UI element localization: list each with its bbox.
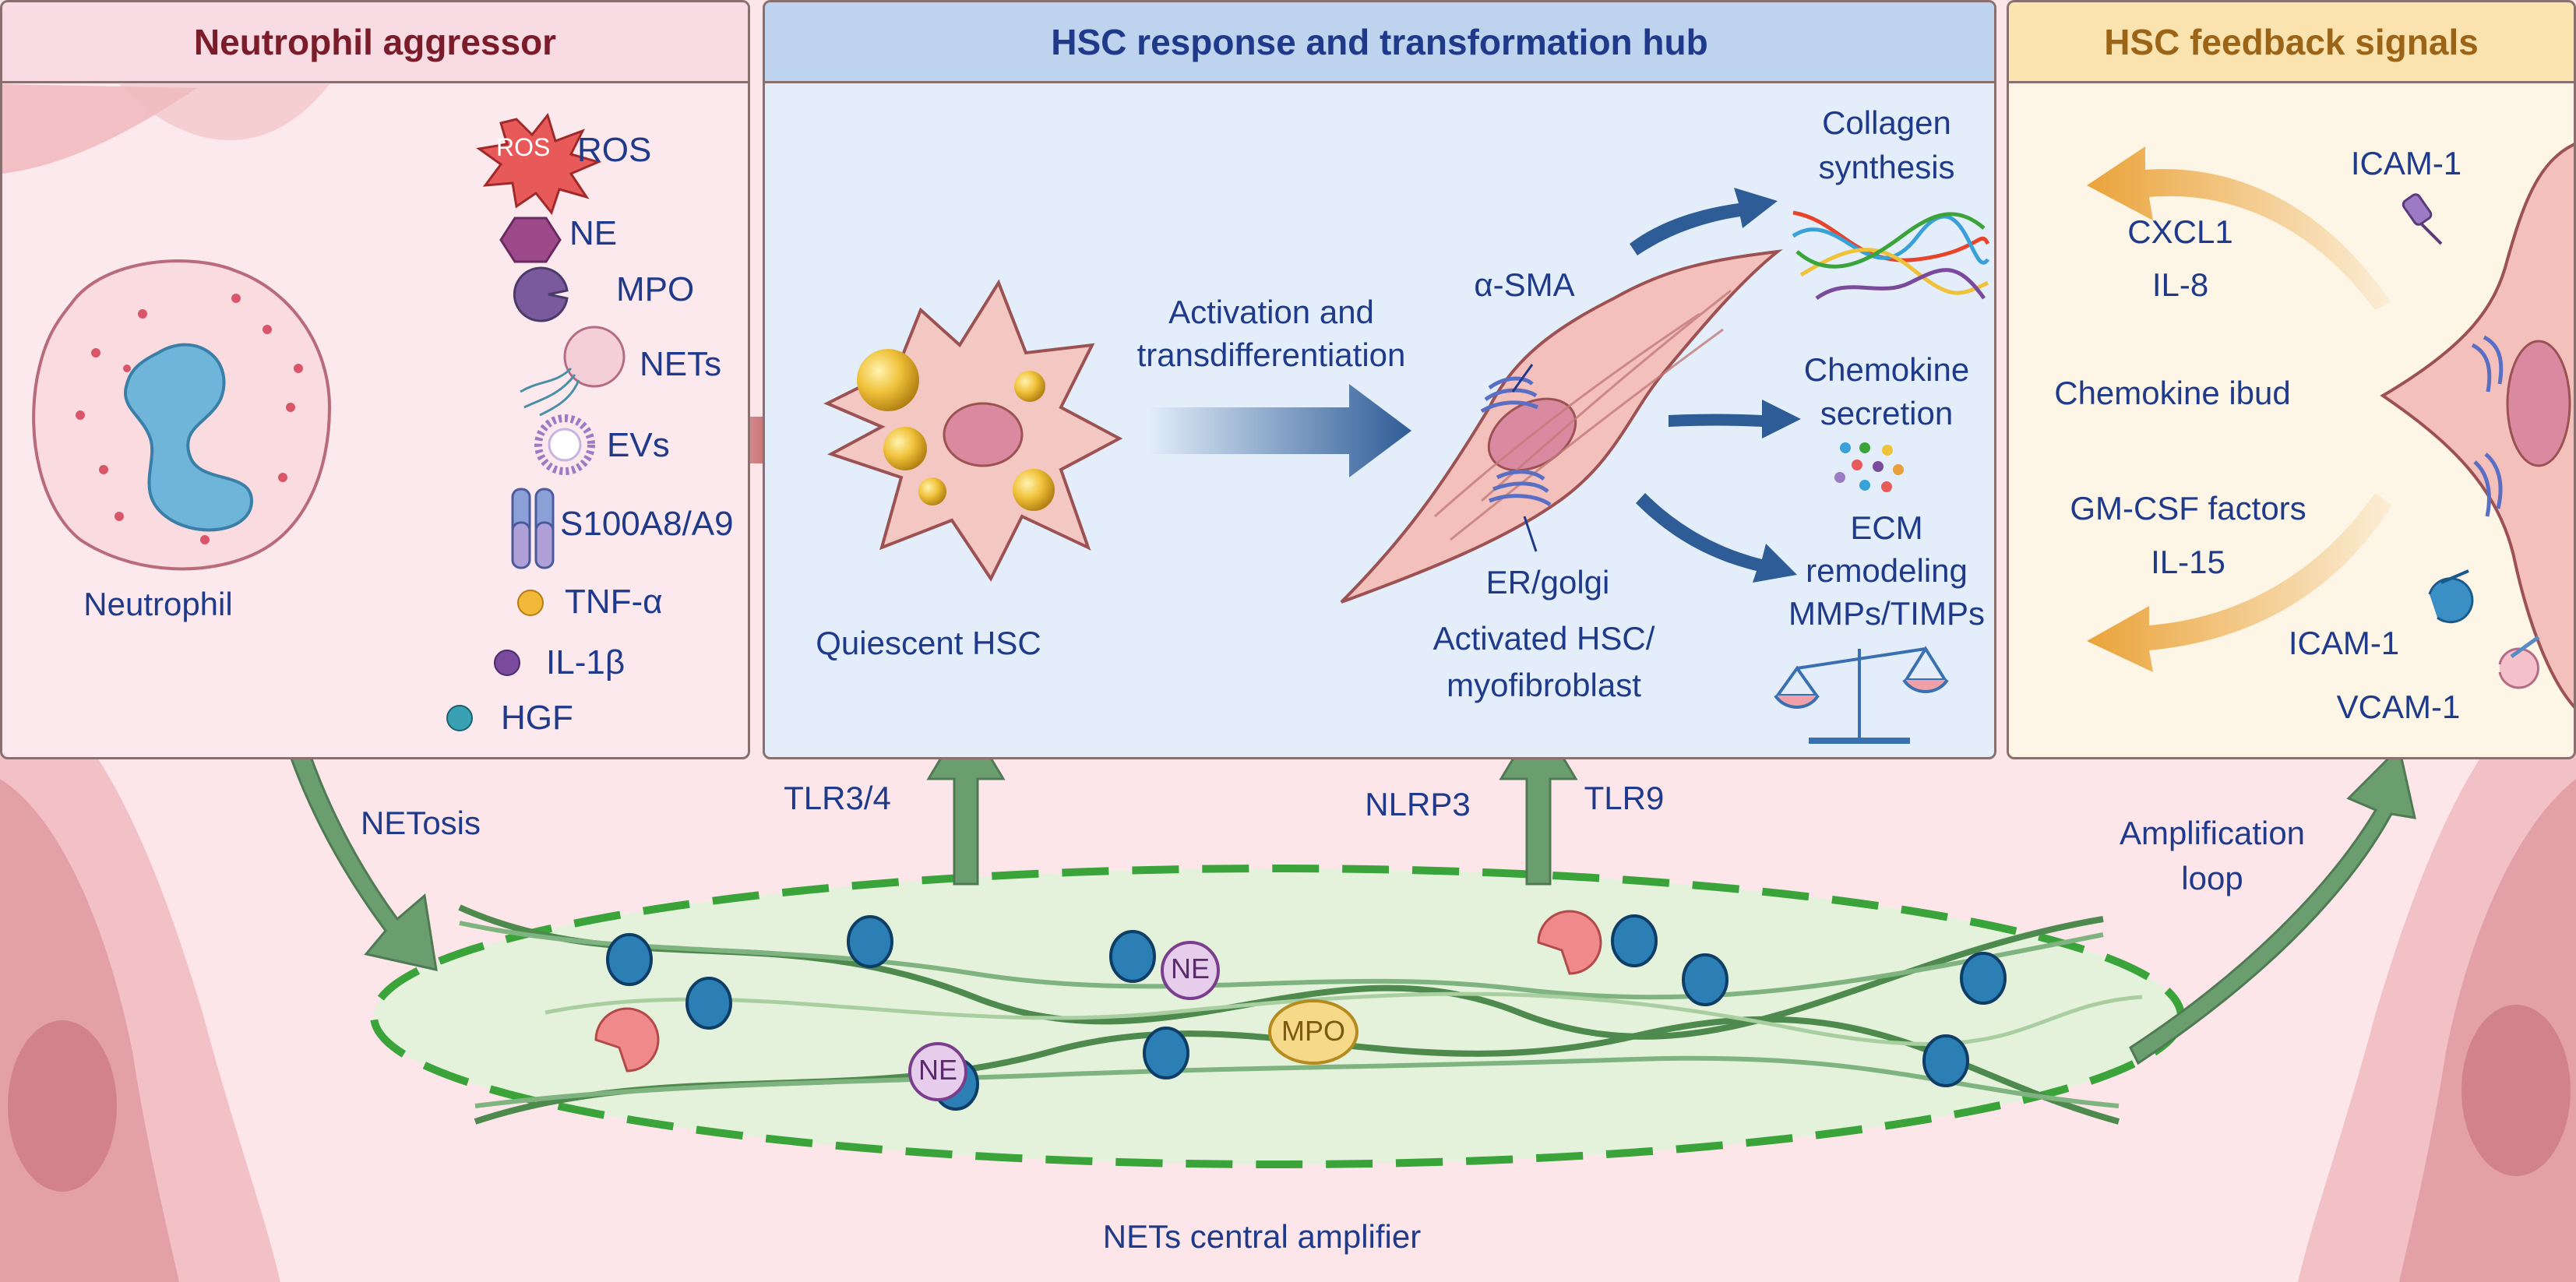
net-cell-icon — [520, 326, 625, 417]
il8-label: IL-8 — [2151, 266, 2209, 303]
nets-central-amplifier-label: NETs central amplifier — [1102, 1218, 1422, 1255]
mediator-ros: ROS — [577, 131, 652, 169]
mediator-mpo: MPO — [616, 270, 695, 308]
hgf-dot-icon — [446, 705, 473, 731]
hsc-hub-header: HSC response and transformation hub — [765, 2, 1994, 83]
feedback-panel-graphics — [2087, 143, 2574, 709]
hub-panel-graphics — [823, 188, 1990, 744]
chemokine-ibud-label: Chemokine ibud — [2054, 375, 2291, 411]
chemokine-dots-icon — [1834, 442, 1904, 492]
activated-hsc-label-2: myofibroblast — [1447, 667, 1641, 703]
mediator-evs: EVs — [607, 426, 670, 464]
vcam-label: VCAM-1 — [2336, 689, 2461, 725]
neutrophil-aggressor-header: Neutrophil aggressor — [2, 2, 748, 83]
tlr34-label: TLR3/4 — [784, 780, 891, 816]
mediator-il1b: IL-1β — [546, 643, 625, 682]
neutrophil-aggressor-panel: Neutrophil aggressor — [0, 0, 750, 759]
s100-dimer-icon — [511, 488, 555, 569]
ecm-label-3: MMPs/TIMPs — [1788, 595, 1985, 632]
nucleosome-icon — [606, 914, 2007, 1111]
ne-badge-label-1: NE — [1170, 953, 1210, 984]
mediator-s100a8a9: S100A8/A9 — [560, 505, 734, 543]
neutrophil-label: Neutrophil — [83, 586, 233, 622]
neutrophil-panel-graphics — [2, 84, 625, 731]
icam-bottom-label: ICAM-1 — [2288, 625, 2400, 661]
background-tissue — [0, 670, 2576, 1282]
pacman-mpo-icon — [594, 1007, 660, 1072]
output-arrows — [1630, 188, 1801, 583]
amplification-label-1: Amplification — [2119, 815, 2306, 851]
gmcsf-arrow — [2087, 493, 2392, 672]
ros-badge: ROS — [496, 133, 551, 161]
activation-label-1: Activation and — [1168, 294, 1374, 330]
chemokine-secretion-label-1: Chemokine — [1803, 351, 1970, 388]
vesicle-ev-icon — [534, 414, 595, 475]
nlrp3-label: NLRP3 — [1365, 786, 1471, 822]
activated-hsc-label-1: Activated HSC/ — [1432, 620, 1655, 657]
ne-badge-icon — [908, 941, 1220, 1101]
mediator-tnf: TNF-α — [565, 583, 663, 621]
mpo-badge-label: MPO — [1281, 1015, 1345, 1047]
icam-receptor-icon — [2402, 193, 2443, 245]
alpha-sma-label: α-SMA — [1474, 266, 1575, 303]
ros-burst-icon — [476, 112, 602, 216]
cxcl1-label: CXCL1 — [2127, 213, 2233, 250]
hsc-feedback-header: HSC feedback signals — [2009, 2, 2574, 83]
collagen-label-1: Collagen — [1822, 104, 1951, 141]
er-golgi-label: ER/golgi — [1485, 564, 1610, 600]
mediator-hgf: HGF — [501, 699, 573, 737]
myofibroblast-icon — [1340, 249, 1783, 604]
activation-arrow — [1147, 384, 1411, 477]
gmcsf-label: GM-CSF factors — [2070, 490, 2306, 527]
icam-top-label: ICAM-1 — [2350, 145, 2462, 181]
pacman-mpo-icon — [513, 266, 569, 322]
neutrophil-cell-icon — [32, 259, 332, 571]
ecm-label-1: ECM — [1850, 509, 1923, 546]
activation-label-2: transdifferentiation — [1136, 336, 1406, 373]
quiescent-hsc-icon — [823, 279, 1123, 582]
chemokine-secretion-label-2: secretion — [1820, 395, 1954, 431]
il1b-dot-icon — [494, 650, 520, 676]
hsc-hub-panel: HSC response and transformation hub — [763, 0, 1996, 759]
vcam-receptor-icon — [2498, 635, 2540, 689]
mediator-ne: NE — [569, 214, 618, 252]
quiescent-hsc-label: Quiescent HSC — [816, 625, 1041, 661]
amplification-label-2: loop — [2181, 860, 2243, 896]
tnf-dot-icon — [517, 590, 544, 616]
il15-label: IL-15 — [2151, 544, 2225, 580]
collagen-label-2: synthesis — [1818, 149, 1955, 185]
hsc-feedback-panel: HSC feedback signals CXCL1 IL-8 ICAM-1 C… — [2007, 0, 2576, 759]
tlr9-label: TLR9 — [1584, 780, 1665, 816]
mediator-nets: NETs — [640, 345, 722, 383]
hsc-cell-edge-icon — [2380, 143, 2574, 709]
mpo-badge-icon — [1268, 999, 1358, 1065]
collagen-fibers-icon — [1792, 210, 1990, 301]
cxcl1-arrow — [2087, 146, 2391, 310]
hexagon-ne-icon — [499, 217, 562, 263]
netosis-label: NETosis — [360, 805, 481, 841]
ecm-label-2: remodeling — [1806, 552, 1968, 589]
balance-scale-icon — [1774, 646, 1949, 744]
ne-badge-label-2: NE — [918, 1054, 957, 1086]
nets-web — [370, 865, 2185, 1168]
icam-receptor-icon — [2428, 569, 2474, 624]
